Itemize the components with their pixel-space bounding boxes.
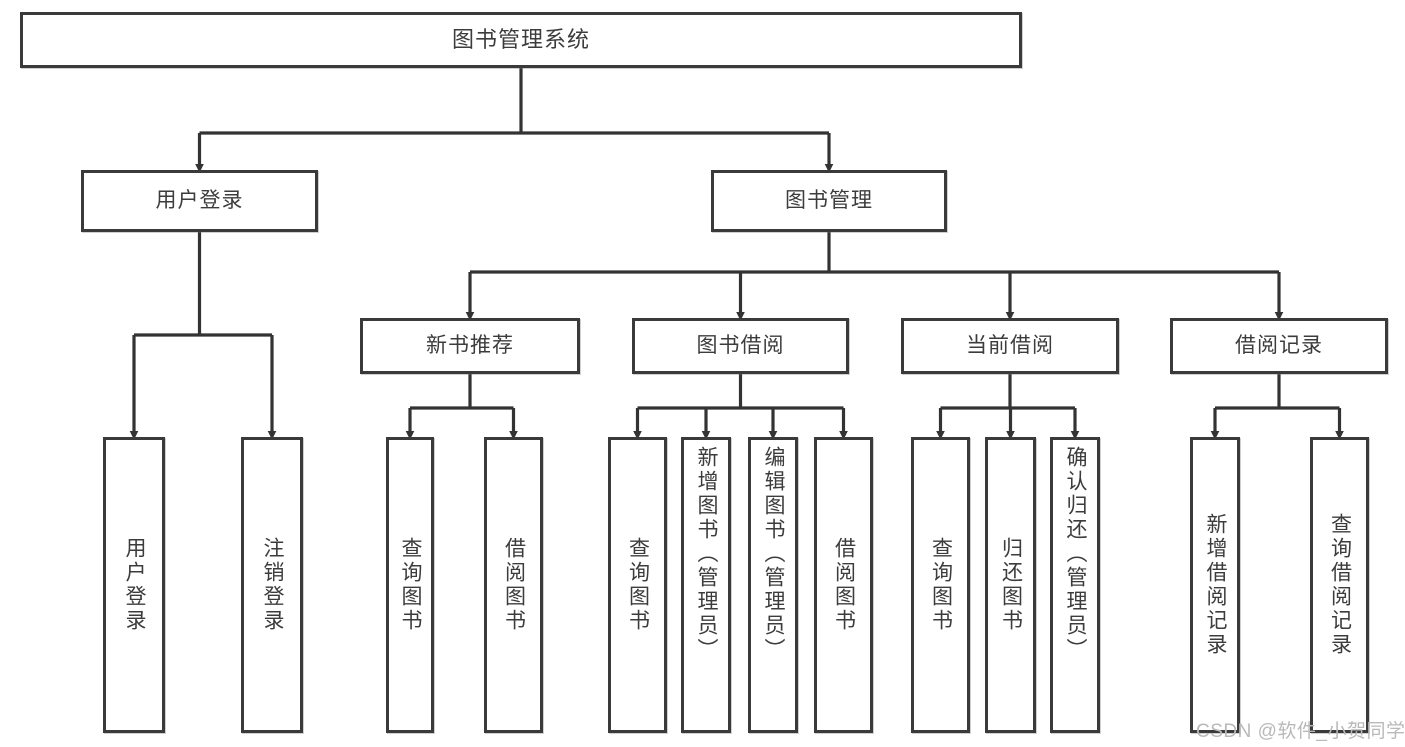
leaf-confirm-return[interactable]: 确认归还（管理员） xyxy=(1050,437,1100,733)
leaf-confirm-return-label: 确认归还（管理员） xyxy=(1064,446,1088,662)
leaf-logout[interactable]: 注销登录 xyxy=(241,437,303,733)
node-book-borrow-label: 图书借阅 xyxy=(696,334,785,358)
leaf-query-book-2-label: 查询图书 xyxy=(626,537,650,633)
leaf-edit-book[interactable]: 编辑图书（管理员） xyxy=(748,437,798,733)
leaf-borrow-book-1[interactable]: 借阅图书 xyxy=(484,437,543,733)
node-current-borrow-label: 当前借阅 xyxy=(966,334,1054,358)
leaf-borrow-book-2[interactable]: 借阅图书 xyxy=(814,437,873,733)
leaf-return-book-label: 归还图书 xyxy=(999,537,1023,633)
leaf-query-book-3-label: 查询图书 xyxy=(929,537,953,633)
leaf-query-record[interactable]: 查询借阅记录 xyxy=(1310,437,1369,733)
leaf-add-record-label: 新增借阅记录 xyxy=(1204,513,1228,657)
leaf-add-record[interactable]: 新增借阅记录 xyxy=(1190,437,1240,733)
node-new-book-rec[interactable]: 新书推荐 xyxy=(360,318,580,374)
leaf-query-book-1[interactable]: 查询图书 xyxy=(386,437,434,733)
node-new-book-rec-label: 新书推荐 xyxy=(426,334,514,358)
node-user-login-label: 用户登录 xyxy=(155,189,244,213)
leaf-logout-label: 注销登录 xyxy=(261,537,285,633)
node-borrow-record[interactable]: 借阅记录 xyxy=(1170,318,1388,374)
node-root-label: 图书管理系统 xyxy=(451,26,590,52)
node-user-login[interactable]: 用户登录 xyxy=(81,170,318,232)
node-root[interactable]: 图书管理系统 xyxy=(20,12,1022,68)
csdn-watermark: CSDN @软件_小贺同学 xyxy=(1196,721,1405,742)
leaf-query-book-2[interactable]: 查询图书 xyxy=(608,437,667,733)
leaf-borrow-book-1-label: 借阅图书 xyxy=(502,537,526,633)
leaf-query-record-label: 查询借阅记录 xyxy=(1328,513,1352,657)
node-book-manage-label: 图书管理 xyxy=(785,189,873,213)
leaf-query-book-3[interactable]: 查询图书 xyxy=(911,437,970,733)
leaf-add-book[interactable]: 新增图书（管理员） xyxy=(681,437,731,733)
node-borrow-record-label: 借阅记录 xyxy=(1235,334,1323,358)
leaf-user-login[interactable]: 用户登录 xyxy=(103,437,165,733)
leaf-user-login-label: 用户登录 xyxy=(123,537,147,633)
leaf-borrow-book-2-label: 借阅图书 xyxy=(832,537,856,633)
leaf-edit-book-label: 编辑图书（管理员） xyxy=(762,446,786,662)
leaf-return-book[interactable]: 归还图书 xyxy=(985,437,1036,733)
leaf-add-book-label: 新增图书（管理员） xyxy=(695,446,719,662)
leaf-query-book-1-label: 查询图书 xyxy=(399,537,423,633)
node-book-borrow[interactable]: 图书借阅 xyxy=(632,318,849,374)
node-current-borrow[interactable]: 当前借阅 xyxy=(901,318,1119,374)
node-book-manage[interactable]: 图书管理 xyxy=(711,170,947,232)
